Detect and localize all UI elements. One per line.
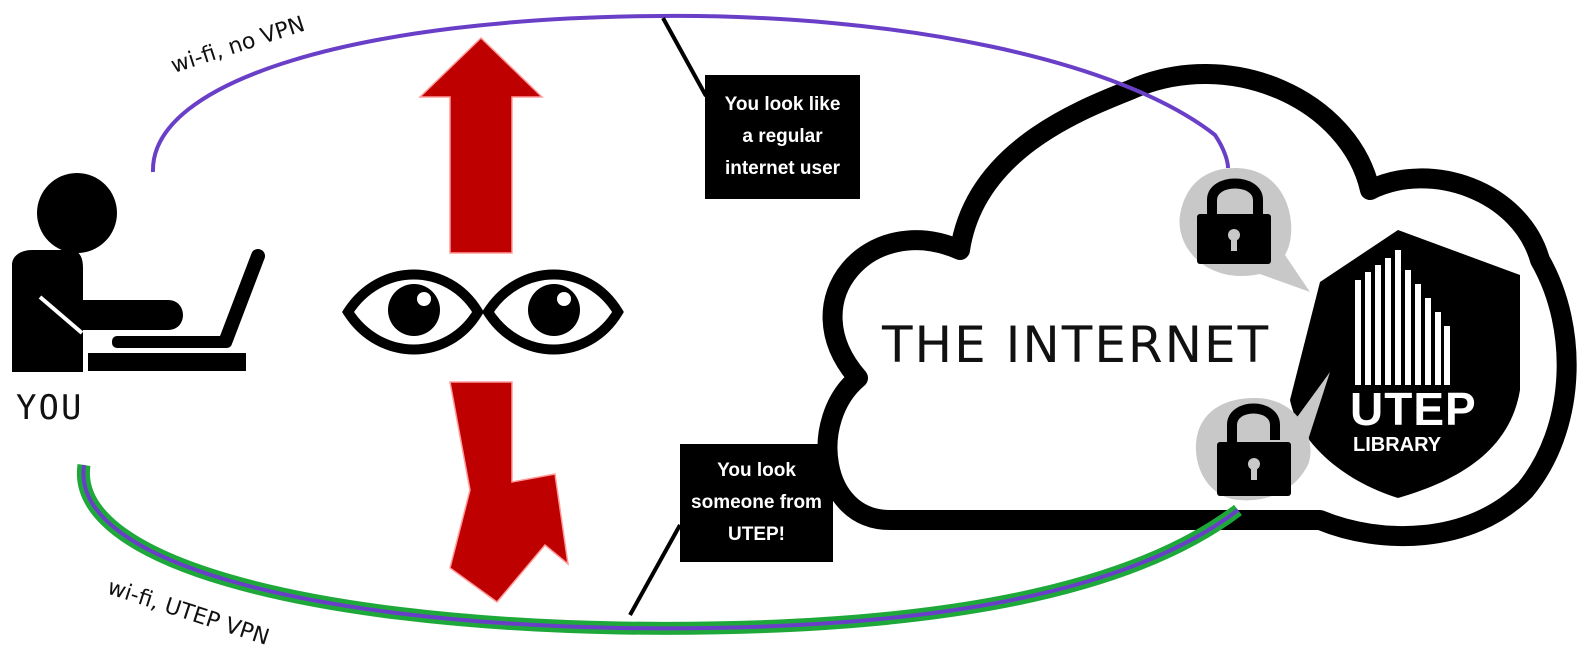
library-logo-text: UTEP [1350,383,1477,435]
up-arrow-icon [418,36,544,254]
internet-cloud-label: THE INTERNET [882,316,1271,374]
vpn-callout-pointer [628,524,682,616]
left-eye [342,269,484,355]
right-eye [482,269,624,355]
library-shield-icon [1290,230,1520,498]
eyes-icon [342,269,624,355]
callout-line: internet user [724,158,841,179]
open-lock-icon [1217,403,1291,496]
library-logo-subtext: LIBRARY [1353,434,1442,456]
callout-line: UTEP! [728,524,785,545]
vpn-connection-arc [81,464,1240,631]
no-vpn-connection-arc [150,13,1230,173]
callout-line: a regular [742,126,823,147]
callout-line: You look like [724,94,841,115]
no-vpn-callout-pointer [661,17,708,97]
you-label: YOU [16,388,84,428]
no-vpn-callout: You look like a regular internet user [705,75,860,199]
vpn-callout: You look someone from UTEP! [680,444,833,562]
person-at-laptop-icon [12,173,265,372]
callout-line: You look [717,460,796,481]
closed-lock-icon [1197,178,1271,264]
callout-line: someone from [691,492,822,513]
deflected-arrow-icon [449,381,570,604]
